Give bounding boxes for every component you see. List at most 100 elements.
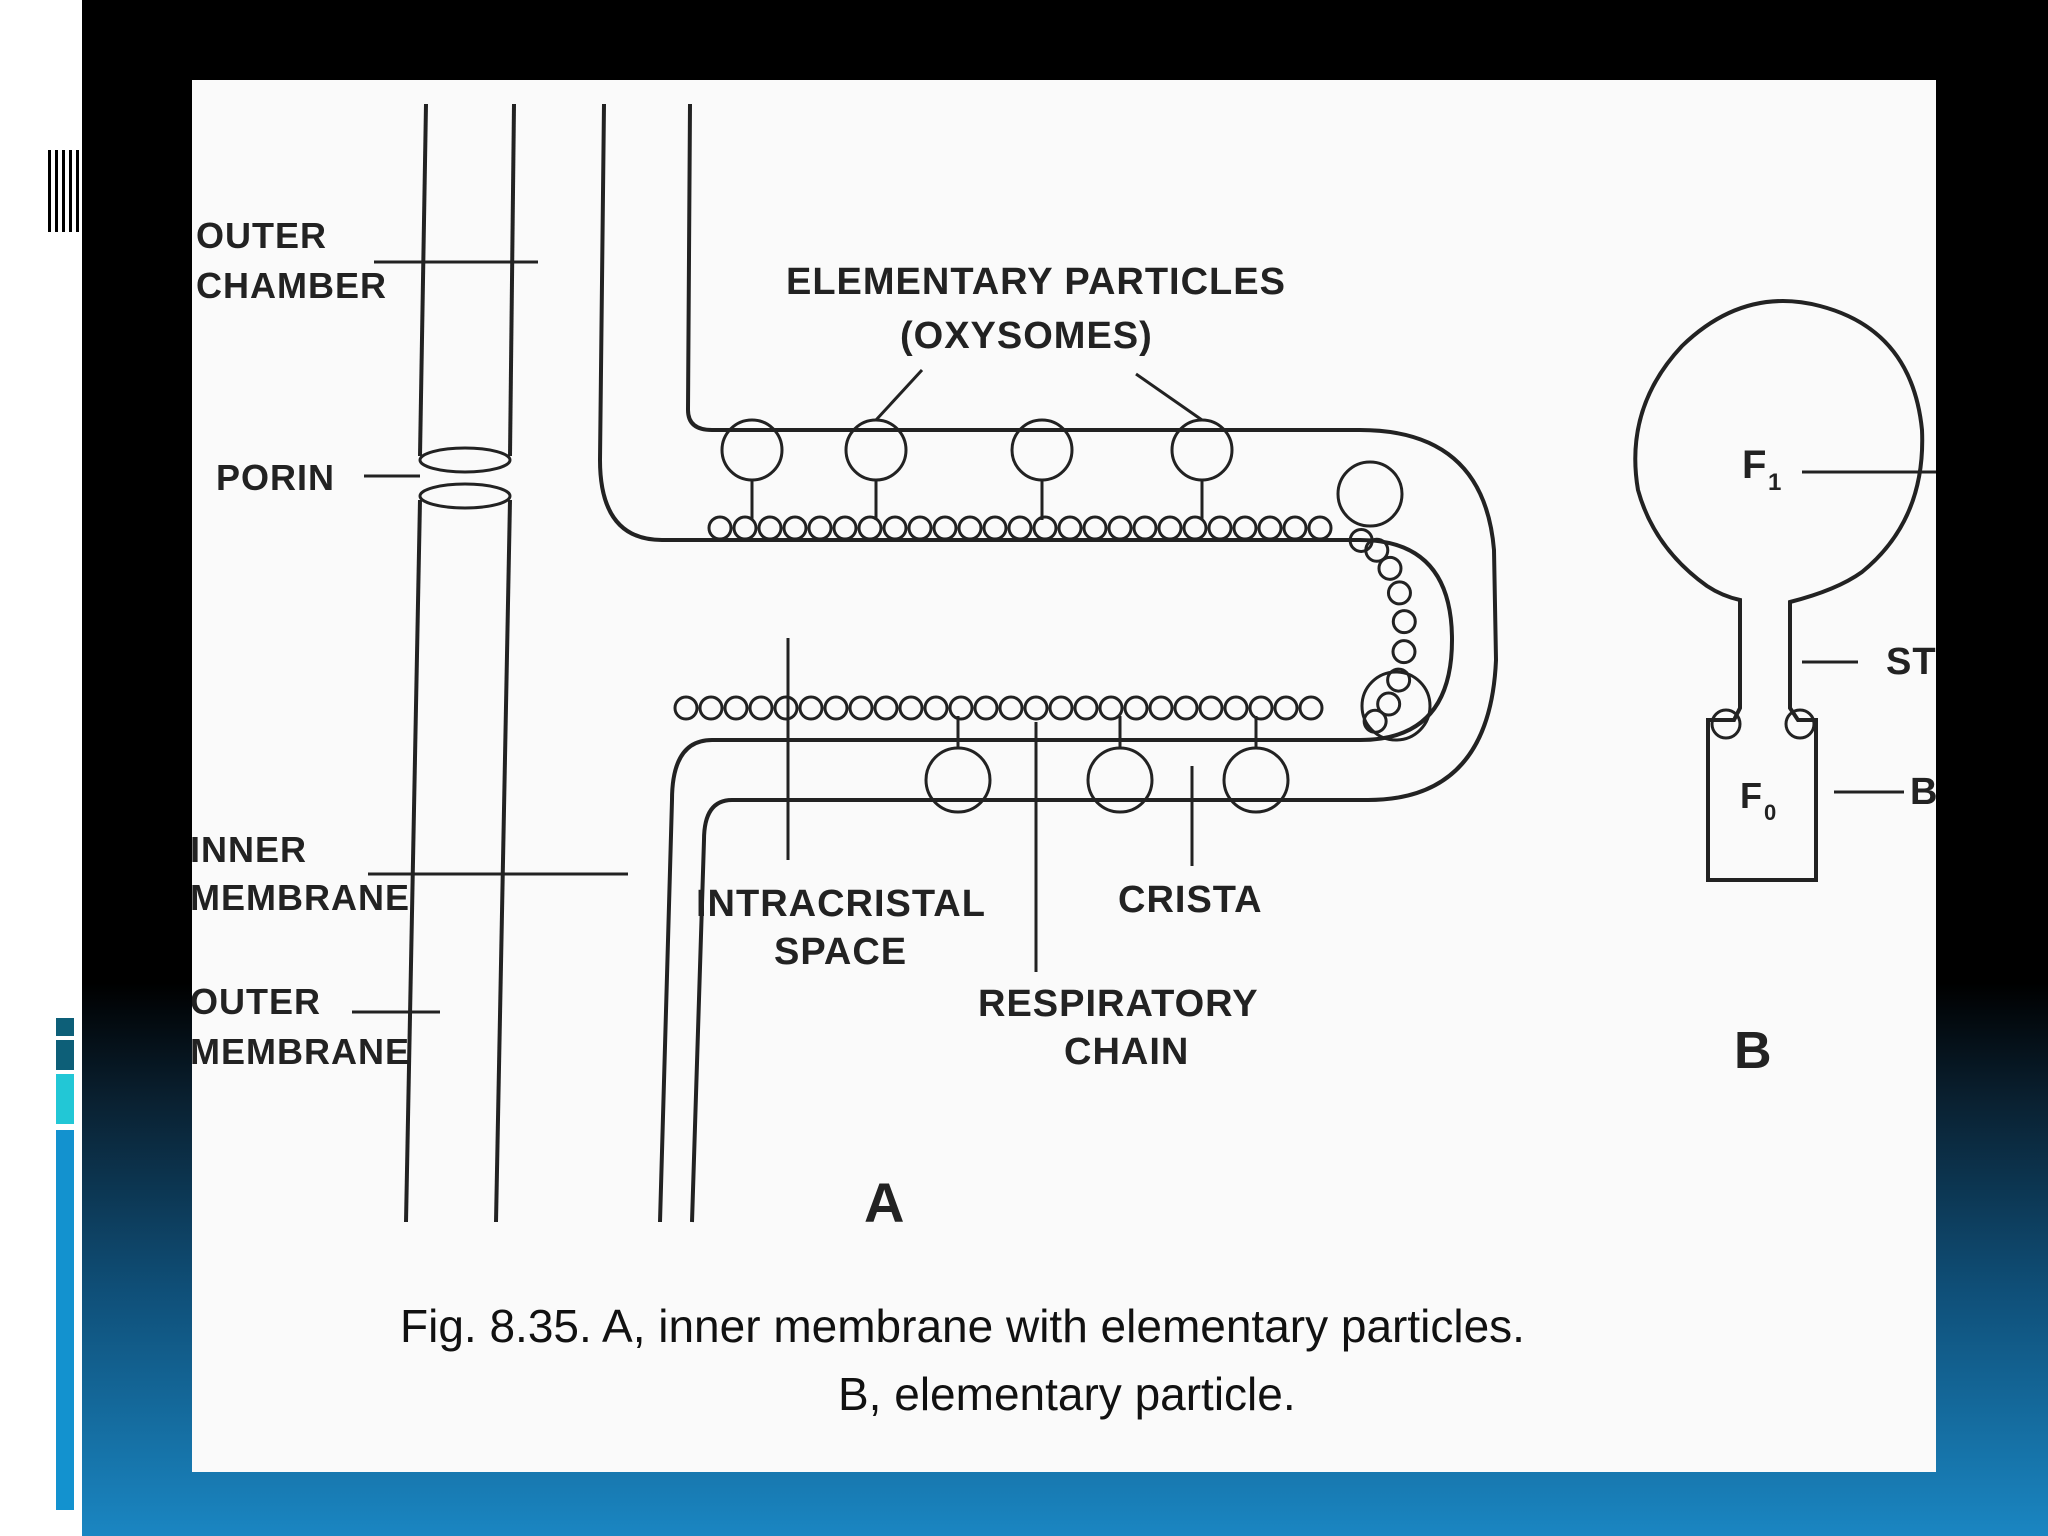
chain-circle bbox=[923, 695, 949, 721]
label-outer-chamber-1: OUTER bbox=[196, 215, 327, 256]
outer-membrane-lines bbox=[404, 103, 516, 1223]
chain-circle bbox=[1057, 515, 1083, 541]
label-outer-chamber-2: CHAMBER bbox=[196, 265, 387, 306]
chain-circle bbox=[957, 515, 983, 541]
chain-circle bbox=[1391, 609, 1417, 635]
chain-circle bbox=[932, 515, 958, 541]
chain-circle bbox=[1273, 695, 1299, 721]
chain-circle bbox=[857, 515, 883, 541]
chain-circle bbox=[1386, 580, 1412, 606]
chain-circle bbox=[907, 515, 933, 541]
chain-circle bbox=[1364, 537, 1390, 563]
chain-circle bbox=[1198, 695, 1224, 721]
mitochondria-diagram: OUTER CHAMBER PORIN INNER MEMBRANE OUTER… bbox=[192, 103, 1936, 1420]
label-panel-a: A bbox=[864, 1171, 905, 1234]
caption-line-2: B, elementary particle. bbox=[838, 1368, 1296, 1420]
chain-circle bbox=[1148, 695, 1174, 721]
chain-circle bbox=[1048, 695, 1074, 721]
chain-circle bbox=[1298, 695, 1324, 721]
label-f0: F bbox=[1740, 775, 1763, 816]
chain-circle bbox=[882, 515, 908, 541]
elementary-particles-top bbox=[720, 418, 1404, 528]
chain-circle bbox=[998, 695, 1024, 721]
chain-circle bbox=[1098, 695, 1124, 721]
chain-circle bbox=[798, 695, 824, 721]
chain-circle bbox=[898, 695, 924, 721]
chain-circle bbox=[1123, 695, 1149, 721]
label-crista: CRISTA bbox=[1118, 879, 1263, 921]
chain-circle bbox=[707, 515, 733, 541]
labels: OUTER CHAMBER PORIN INNER MEMBRANE OUTER… bbox=[192, 215, 1936, 1234]
chain-circle bbox=[1023, 695, 1049, 721]
chain-circle bbox=[1032, 515, 1058, 541]
chain-circle bbox=[807, 515, 833, 541]
label-outer-membrane-2: MEMBRANE bbox=[192, 1031, 410, 1072]
chain-circle bbox=[1376, 691, 1402, 717]
chain-circle bbox=[1248, 695, 1274, 721]
decor-bar-cyan bbox=[56, 1074, 74, 1124]
respiratory-chain-circles-top bbox=[707, 515, 1417, 734]
label-respiratory: RESPIRATORY bbox=[978, 983, 1259, 1025]
chain-circle bbox=[1082, 515, 1108, 541]
chain-circle bbox=[982, 515, 1008, 541]
chain-circle bbox=[948, 695, 974, 721]
chain-circle bbox=[1307, 515, 1333, 541]
chain-circle bbox=[732, 515, 758, 541]
label-panel-b: B bbox=[1734, 1022, 1773, 1080]
chain-circle bbox=[1107, 515, 1133, 541]
chain-circle bbox=[1207, 515, 1233, 541]
decor-bar-blue bbox=[56, 1130, 74, 1510]
chain-circle bbox=[1182, 515, 1208, 541]
label-intracristal: INTRACRISTAL bbox=[696, 883, 986, 925]
chain-circle bbox=[823, 695, 849, 721]
chain-circle bbox=[1157, 515, 1183, 541]
label-elementary-particles: ELEMENTARY PARTICLES bbox=[786, 261, 1286, 303]
label-oxysomes: (OXYSOMES) bbox=[900, 315, 1153, 357]
inner-membrane-lines bbox=[597, 103, 1499, 1223]
label-f0-sub: 0 bbox=[1764, 800, 1777, 825]
label-porin: PORIN bbox=[216, 457, 335, 498]
label-f1-sub: 1 bbox=[1768, 469, 1782, 496]
label-inner-membrane-2: MEMBRANE bbox=[192, 877, 410, 918]
chain-circle bbox=[1362, 708, 1388, 734]
decor-bar-teal bbox=[56, 1040, 74, 1070]
chain-circle bbox=[973, 695, 999, 721]
elementary-particles-bottom bbox=[924, 670, 1432, 814]
chain-circle bbox=[832, 515, 858, 541]
leader-lines bbox=[352, 260, 1936, 1014]
chain-circle bbox=[1232, 515, 1258, 541]
figure-caption: Fig. 8.35. A, inner membrane with elemen… bbox=[400, 1300, 1525, 1420]
chain-circle bbox=[1007, 515, 1033, 541]
porin-shape bbox=[418, 446, 512, 510]
label-f1: F bbox=[1742, 443, 1767, 487]
left-decor-strip bbox=[0, 0, 82, 1536]
chain-circle bbox=[1282, 515, 1308, 541]
chain-circle bbox=[1223, 695, 1249, 721]
chain-circle bbox=[723, 695, 749, 721]
chain-circle bbox=[673, 695, 699, 721]
chain-circle bbox=[757, 515, 783, 541]
label-space: SPACE bbox=[774, 931, 907, 973]
chain-circle bbox=[1391, 639, 1417, 665]
chain-circle bbox=[873, 695, 899, 721]
chain-circle bbox=[782, 515, 808, 541]
chain-circle bbox=[748, 695, 774, 721]
chain-circle bbox=[1132, 515, 1158, 541]
chain-circle bbox=[1173, 695, 1199, 721]
chain-circle bbox=[848, 695, 874, 721]
label-inner-membrane-1: INNER bbox=[192, 829, 307, 870]
respiratory-chain-circles-bottom bbox=[673, 695, 1324, 721]
chain-circle bbox=[1257, 515, 1283, 541]
chain-circle bbox=[1386, 667, 1412, 693]
chain-circle bbox=[773, 695, 799, 721]
label-chain: CHAIN bbox=[1064, 1031, 1189, 1073]
label-base: B bbox=[1910, 771, 1936, 813]
chain-circle bbox=[1073, 695, 1099, 721]
chain-circle bbox=[1377, 555, 1403, 581]
elementary-particle-diagram bbox=[1633, 299, 1925, 882]
decor-mark-top bbox=[48, 150, 80, 232]
chain-circle bbox=[698, 695, 724, 721]
decor-bar-dark bbox=[56, 1018, 74, 1036]
label-outer-membrane-1: OUTER bbox=[192, 981, 321, 1022]
caption-line-1: Fig. 8.35. A, inner membrane with elemen… bbox=[400, 1300, 1525, 1352]
